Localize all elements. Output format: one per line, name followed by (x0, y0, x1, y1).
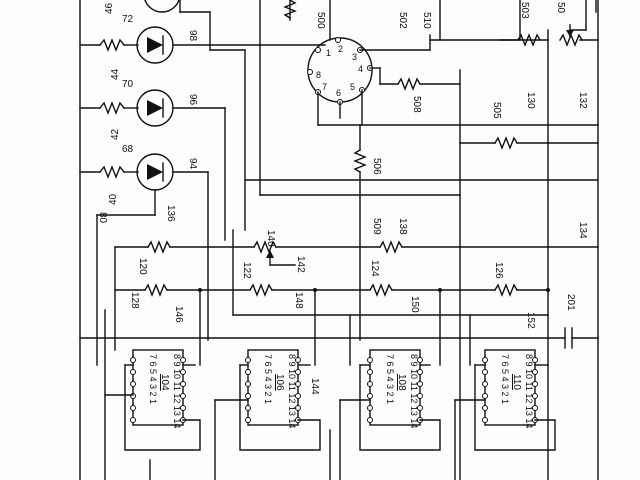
label-142: 142 (295, 256, 306, 273)
label-44: 44 (110, 68, 121, 80)
label-152: 152 (525, 312, 536, 329)
chip-106-top-pins: 7 6 5 4 3 2 1 (263, 354, 273, 404)
switch-pin-2: 2 (338, 44, 343, 54)
reference-labels: 46 72 98 44 70 96 42 68 94 40 80 136 500… (97, 2, 588, 395)
chip-108-top-pins: 7 6 5 4 3 2 1 (385, 354, 395, 404)
label-510: 510 (421, 12, 432, 29)
label-98: 98 (187, 30, 198, 42)
label-506: 506 (371, 158, 382, 175)
chip-104-top-pins: 7 6 5 4 3 2 1 (148, 354, 158, 404)
chip-110-bottom-pins: 8 9 10 11 12 13 14 (524, 354, 534, 428)
label-122: 122 (241, 262, 252, 279)
rotary-switch-500: 1 2 3 4 5 6 7 8 (307, 34, 599, 341)
label-138: 138 (397, 218, 408, 235)
label-201: 201 (565, 294, 576, 311)
label-130: 130 (525, 92, 536, 109)
label-68: 68 (122, 144, 134, 155)
label-134: 134 (577, 222, 588, 239)
label-80: 80 (97, 212, 108, 224)
label-120: 120 (137, 258, 148, 275)
chip-108-label: 108 (396, 374, 407, 391)
label-132: 132 (577, 92, 588, 109)
chip-104-bottom-pins: 8 9 10 11 12 13 14 (172, 354, 182, 428)
label-50: 50 (555, 2, 566, 14)
chip-labels: 7 6 5 4 3 2 1 104 8 9 10 11 12 13 14 7 6… (148, 354, 534, 428)
resistor-ladder (79, 229, 599, 366)
label-500: 500 (315, 12, 326, 29)
resistor-503-group (499, 0, 599, 47)
led-column (79, 0, 261, 366)
label-508: 508 (411, 96, 422, 113)
label-124: 124 (369, 260, 380, 277)
label-128: 128 (129, 292, 140, 309)
label-72: 72 (122, 14, 134, 25)
chip-110-label: 110 (511, 374, 522, 390)
switch-pin-3: 3 (352, 52, 357, 62)
label-502: 502 (397, 12, 408, 29)
chip-108-bottom-pins: 8 9 10 11 12 13 14 (409, 354, 419, 428)
label-146: 146 (173, 306, 184, 323)
label-40: 40 (108, 193, 119, 205)
label-144: 144 (309, 378, 320, 395)
ic-chip-110 (474, 349, 549, 426)
label-503: 503 (519, 2, 530, 19)
chip-110-top-pins: 7 6 5 4 3 2 1 (500, 354, 510, 404)
chip-106-bottom-pins: 8 9 10 11 12 13 14 (287, 354, 297, 428)
label-140: 140 (265, 230, 276, 247)
switch-pin-5: 5 (350, 82, 355, 92)
switch-pin-1: 1 (326, 48, 331, 58)
ic-chip-106 (239, 349, 311, 426)
ic-chip-104 (124, 349, 196, 426)
switch-pin-8: 8 (316, 70, 321, 80)
label-42: 42 (110, 128, 121, 140)
label-96: 96 (187, 94, 198, 106)
label-136: 136 (165, 205, 176, 222)
bus-lines (79, 0, 599, 480)
label-509: 509 (371, 218, 382, 235)
label-94: 94 (187, 158, 198, 170)
label-148: 148 (293, 292, 304, 309)
label-46: 46 (104, 2, 115, 14)
ic-chip-108 (359, 349, 431, 426)
label-126: 126 (493, 262, 504, 279)
chip-104-label: 104 (159, 374, 170, 391)
label-505: 505 (491, 102, 502, 119)
switch-pin-4: 4 (358, 64, 363, 74)
switch-pin-7: 7 (322, 82, 327, 92)
label-150: 150 (409, 296, 420, 313)
label-70: 70 (122, 79, 134, 90)
chip-106-label: 106 (274, 374, 285, 391)
switch-pin-6: 6 (336, 88, 341, 98)
chip-pins (104, 309, 556, 480)
